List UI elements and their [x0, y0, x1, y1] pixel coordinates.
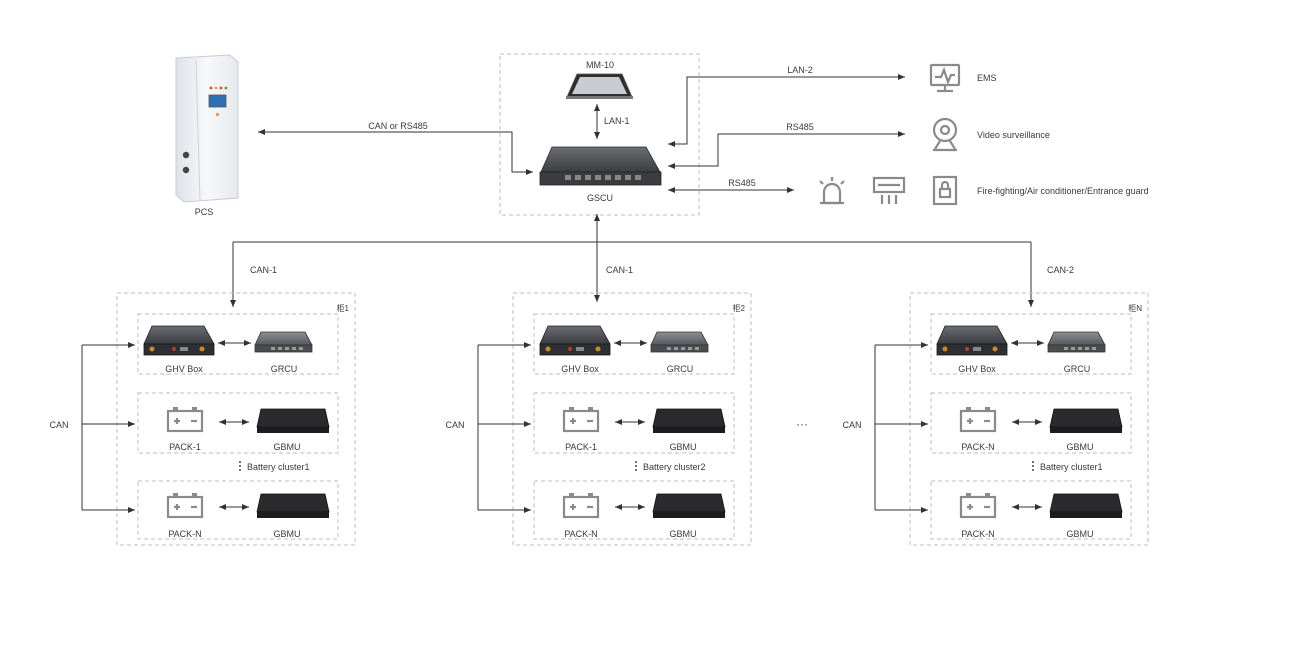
lan1-label: LAN-1	[604, 116, 630, 126]
alarm-icon	[819, 177, 845, 205]
gbmu-bottom-label: GBMU	[274, 529, 301, 539]
gbmu-top-label: GBMU	[1067, 442, 1094, 452]
can-label: CAN	[842, 420, 861, 430]
cabinet-frame	[116, 292, 356, 546]
ghv-box-label: GHV Box	[958, 364, 996, 374]
gscu-label: GSCU	[587, 193, 613, 203]
entrance-guard-icon	[932, 175, 958, 206]
pack-top-label: PACK-1	[169, 442, 201, 452]
control-unit-box	[533, 313, 735, 375]
rs485-devices-label: RS485	[728, 178, 756, 188]
bus-label-2: CAN-1	[606, 265, 633, 275]
battery-icon	[166, 493, 204, 519]
pack-box-top	[137, 392, 339, 454]
control-unit-box	[137, 313, 339, 375]
ghv-box-device	[143, 325, 215, 356]
pack-bottom-label: PACK-N	[961, 529, 994, 539]
cabinet-tag: 柜1	[337, 303, 350, 313]
pcs-gscu-link	[258, 129, 533, 175]
gbmu-device	[256, 408, 330, 433]
pack-box-bottom	[930, 480, 1132, 540]
gscu-device	[539, 146, 662, 186]
pack-top-label: PACK-N	[961, 442, 994, 452]
video-surveillance-label: Video surveillance	[977, 130, 1050, 140]
gbmu-device	[256, 493, 330, 518]
gbmu-bottom-label: GBMU	[670, 529, 697, 539]
can-label: CAN	[49, 420, 68, 430]
gbmu-top-label: GBMU	[670, 442, 697, 452]
mm10-label: MM-10	[586, 60, 614, 70]
bus-label-3: CAN-2	[1047, 265, 1074, 275]
pcs-label: PCS	[195, 207, 214, 217]
can-or-rs485-label: CAN or RS485	[368, 121, 428, 131]
pack-box-top	[930, 392, 1132, 454]
battery-cluster-label: Battery cluster1	[1040, 462, 1103, 472]
ems-label: EMS	[977, 73, 997, 83]
pack-bottom-label: PACK-N	[168, 529, 201, 539]
gbmu-bottom-label: GBMU	[1067, 529, 1094, 539]
grcu-device	[1047, 331, 1106, 353]
cabinet-frame	[512, 292, 752, 546]
gbmu-device	[652, 408, 726, 433]
grcu-device	[254, 331, 313, 353]
gbmu-device	[1049, 408, 1123, 433]
rs485-video-label: RS485	[786, 122, 814, 132]
lan2-label: LAN-2	[787, 65, 813, 75]
pack-box-bottom	[137, 480, 339, 540]
cabinet-tag: 柜2	[733, 303, 746, 313]
grcu-device	[650, 331, 709, 353]
camera-icon	[932, 117, 958, 152]
cabinet-tag: 柜N	[1128, 303, 1142, 313]
pack-top-label: PACK-1	[565, 442, 597, 452]
control-unit-box	[930, 313, 1132, 375]
pcs-cabinet	[175, 54, 239, 203]
ghv-box-label: GHV Box	[561, 364, 599, 374]
battery-icon	[562, 493, 600, 519]
grcu-label: GRCU	[667, 364, 694, 374]
can-label: CAN	[445, 420, 464, 430]
ghv-box-device	[936, 325, 1008, 356]
gbmu-top-label: GBMU	[274, 442, 301, 452]
pack-bottom-label: PACK-N	[564, 529, 597, 539]
rs485-video-link	[668, 131, 905, 169]
pack-box-top	[533, 392, 735, 454]
battery-cluster-label: Battery cluster1	[247, 462, 310, 472]
monitor-icon	[929, 63, 961, 93]
battery-icon	[166, 407, 204, 433]
gbmu-device	[652, 493, 726, 518]
bus-label-1: CAN-1	[250, 265, 277, 275]
battery-icon	[562, 407, 600, 433]
battery-icon	[959, 407, 997, 433]
gbmu-device	[1049, 493, 1123, 518]
mm10-device	[566, 73, 633, 99]
fire-ac-guard-label: Fire-fighting/Air conditioner/Entrance g…	[977, 186, 1149, 196]
grcu-label: GRCU	[1064, 364, 1091, 374]
air-conditioner-icon	[872, 176, 906, 204]
ghv-box-label: GHV Box	[165, 364, 203, 374]
pack-box-bottom	[533, 480, 735, 540]
pcs-screen	[208, 94, 227, 108]
cabinet-frame	[909, 292, 1149, 546]
battery-cluster-label: Battery cluster2	[643, 462, 706, 472]
ellipsis: ···	[796, 417, 808, 431]
battery-icon	[959, 493, 997, 519]
ghv-box-device	[539, 325, 611, 356]
grcu-label: GRCU	[271, 364, 298, 374]
